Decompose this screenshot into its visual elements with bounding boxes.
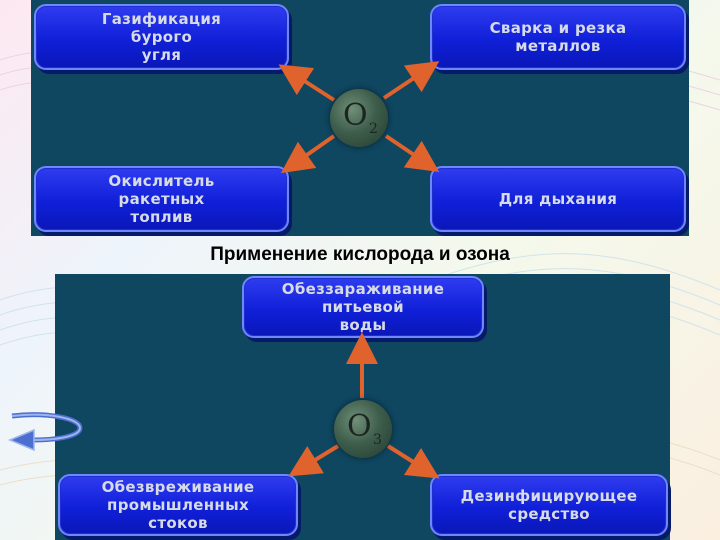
- ozone-subscript: 3: [373, 432, 382, 448]
- oxygen-molecule-sphere: O 2: [330, 89, 388, 147]
- use-welding-cutting-metals: Сварка и резка металлов: [430, 4, 686, 70]
- ozone-symbol: O: [347, 409, 372, 444]
- return-arrow-icon[interactable]: [6, 410, 86, 454]
- ozone-molecule-sphere: O 3: [334, 400, 392, 458]
- use-rocket-fuel-oxidizer: Окислитель ракетных топлив: [34, 166, 289, 232]
- oxygen-subscript: 2: [369, 121, 378, 137]
- oxygen-symbol: O: [343, 98, 368, 133]
- slide-heading: Применение кислорода и озона: [210, 244, 510, 265]
- use-breathing: Для дыхания: [430, 166, 686, 232]
- use-industrial-wastewater-treatment: Обезвреживание промышленных стоков: [58, 474, 298, 536]
- use-drinking-water-disinfection: Обеззараживание питьевой воды: [242, 276, 484, 338]
- use-disinfectant: Дезинфицирующее средство: [430, 474, 668, 536]
- use-brown-coal-gasification: Газификация бурого угля: [34, 4, 289, 70]
